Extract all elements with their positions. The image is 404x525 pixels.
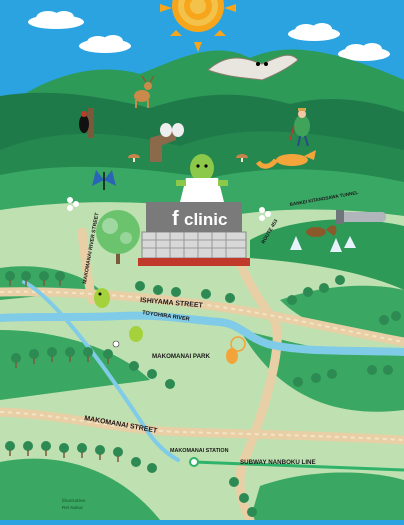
bird-character-icon — [94, 288, 110, 308]
cloud-icon — [79, 35, 131, 53]
owl-icon — [207, 54, 299, 81]
tunnel — [336, 210, 386, 224]
credit-line-1: illustration — [62, 498, 86, 503]
cloud-icon — [338, 43, 390, 61]
woodpecker-icon — [79, 108, 94, 138]
clinic-mascot-icon — [176, 154, 228, 202]
mushroom-icon — [128, 154, 248, 162]
grass-patch — [0, 458, 160, 520]
makomanai-river — [22, 280, 180, 462]
nest-stump — [150, 123, 184, 162]
plain-light — [0, 202, 404, 520]
toyohira-river — [0, 311, 404, 356]
clinic-building: f clinic — [138, 202, 250, 266]
tree-cluster — [5, 271, 401, 517]
clinic-logo-mark: f — [172, 208, 179, 230]
tree-icon — [96, 210, 140, 264]
conifer-trees — [290, 236, 356, 252]
sun-icon — [160, 0, 236, 52]
hiker-icon — [289, 108, 310, 147]
road-centerlines — [0, 290, 404, 441]
label-makomanai-park: MAKOMANAI PARK — [152, 353, 211, 360]
credit-line-2: Rei Nakai — [62, 505, 83, 510]
deer-icon — [134, 75, 155, 108]
subway-nanboku-line — [193, 460, 404, 472]
label-subway-nanboku-line: SUBWAY NANBOKU LINE — [240, 459, 316, 466]
bankei-hill — [250, 219, 404, 290]
player-character-icon — [112, 326, 143, 348]
cloud-icon — [288, 23, 340, 41]
flower-icon — [67, 197, 271, 221]
squirrel-icon — [306, 225, 337, 237]
grass-patch — [280, 285, 404, 341]
label-makomanai-station: MAKOMANAI STATION — [170, 448, 229, 454]
fox-icon — [255, 150, 316, 169]
station-icon — [189, 457, 199, 467]
grass-patch — [250, 472, 404, 520]
clinic-logo-word: clinic — [184, 210, 227, 229]
dancer-character-icon — [226, 336, 246, 364]
butterfly-icon — [92, 170, 116, 190]
cloud-icon — [28, 11, 84, 29]
